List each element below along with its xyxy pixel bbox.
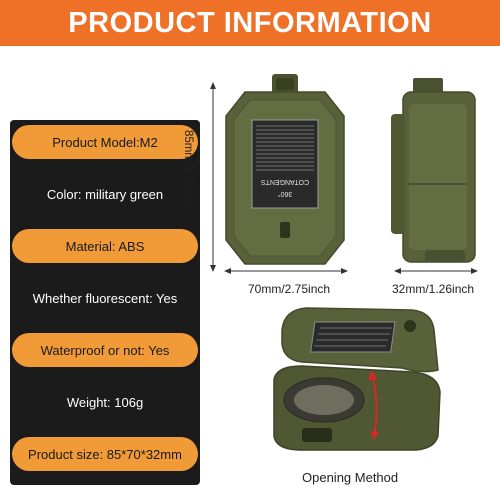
degree-label: 360° — [278, 190, 293, 198]
opening-method-caption: Opening Method — [302, 470, 399, 485]
spec-product-model: Product Model:M2 — [12, 125, 198, 159]
depth-dimension-label: 32mm/1.26inch — [392, 282, 475, 296]
spec-panel: Product Model:M2 Color: military green M… — [10, 120, 200, 485]
compass-open-view — [273, 307, 441, 451]
depth-dimension-arrow — [394, 268, 478, 274]
height-dimension-label: 85mm/3.35inch — [182, 130, 194, 209]
compass-side-view — [391, 78, 476, 263]
spec-material: Material: ABS — [12, 229, 198, 263]
width-dimension-arrow — [224, 268, 348, 274]
cotangent-table — [251, 119, 319, 209]
spec-waterproof: Waterproof or not: Yes — [12, 333, 198, 367]
spec-fluorescent: Whether fluorescent: Yes — [32, 290, 178, 306]
spec-size: Product size: 85*70*32mm — [12, 437, 198, 471]
page-title: PRODUCT INFORMATION — [68, 6, 432, 39]
spec-weight: Weight: 106g — [66, 394, 144, 410]
width-dimension-label: 70mm/2.75inch — [248, 282, 331, 296]
cotangents-label: COTANGENTS — [261, 178, 309, 185]
height-dimension-arrow — [210, 82, 216, 272]
spec-color: Color: military green — [46, 186, 164, 202]
compass-front-view: COTANGENTS 360° — [225, 74, 345, 265]
sighting-slot — [280, 222, 290, 238]
header-banner: PRODUCT INFORMATION — [0, 0, 500, 46]
